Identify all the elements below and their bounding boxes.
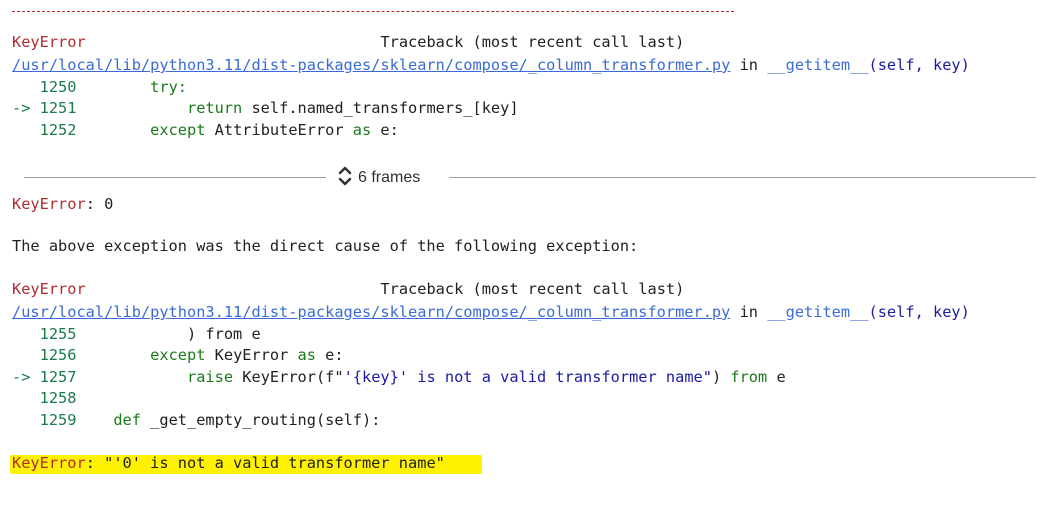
- current-line-arrow: ->: [12, 368, 31, 386]
- error-type: KeyError: [12, 280, 86, 298]
- line-number: 1252: [39, 121, 77, 139]
- frames-count-label: 6 frames: [358, 169, 421, 186]
- code-keyword: except: [150, 346, 206, 364]
- code-text: e: [767, 368, 786, 386]
- code-line: 1259 def _get_empty_routing(self):: [12, 410, 381, 431]
- code-text: ): [711, 368, 731, 386]
- code-keyword: def: [113, 411, 141, 429]
- code-keyword: except: [150, 121, 206, 139]
- error-type: KeyError: [12, 33, 86, 51]
- frames-divider-left: [24, 177, 326, 178]
- code-keyword: as: [352, 121, 372, 139]
- code-line: 1252 except AttributeError as e:: [12, 120, 399, 141]
- frames-divider-right: [449, 177, 1036, 178]
- code-keyword: as: [297, 346, 316, 364]
- code-text: ) from e: [187, 325, 261, 343]
- code-text: self.named_transformers_[key]: [242, 99, 519, 117]
- traceback-title: Traceback (most recent call last): [380, 280, 685, 298]
- error-text: : 0: [85, 195, 114, 213]
- error-text: : "'0' is not a valid transformer name": [85, 454, 445, 472]
- traceback-title: Traceback (most recent call last): [380, 33, 685, 51]
- line-number: 1259: [39, 411, 77, 429]
- code-line: 1258: [12, 388, 77, 409]
- code-text: e:: [315, 346, 344, 364]
- current-line-arrow: ->: [12, 99, 31, 117]
- code-keyword: try:: [150, 78, 188, 96]
- code-keyword: return: [187, 99, 243, 117]
- code-text: KeyError(f": [233, 368, 344, 386]
- line-number: 1251: [39, 99, 77, 117]
- traceback-separator: [12, 11, 734, 12]
- code-text: KeyError: [205, 346, 298, 364]
- function-args: (self, key): [868, 56, 970, 74]
- file-link[interactable]: /usr/local/lib/python3.11/dist-packages/…: [12, 56, 731, 74]
- line-number: 1256: [39, 346, 77, 364]
- code-text: _get_empty_routing(self):: [140, 411, 381, 429]
- line-number: 1250: [39, 78, 77, 96]
- error-message-1: KeyError: 0: [12, 194, 113, 215]
- file-link[interactable]: /usr/local/lib/python3.11/dist-packages/…: [12, 303, 731, 321]
- line-number: 1255: [39, 325, 77, 343]
- code-line: 1256 except KeyError as e:: [12, 345, 344, 366]
- function-name: __getitem__: [767, 56, 869, 74]
- function-name: __getitem__: [767, 303, 869, 321]
- code-line-current: -> 1257 raise KeyError(f"'{key}' is not …: [12, 367, 786, 388]
- chevron-up-down-icon: [338, 164, 352, 193]
- expand-frames-button[interactable]: 6 frames: [338, 164, 420, 192]
- code-keyword: raise: [187, 368, 234, 386]
- traceback-location-1: /usr/local/lib/python3.11/dist-packages/…: [12, 55, 970, 76]
- traceback-header-2: KeyError Traceback (most recent call las…: [12, 279, 684, 300]
- error-message-2: KeyError: "'0' is not a valid transforme…: [12, 453, 445, 474]
- code-text: e:: [371, 121, 399, 139]
- code-line-current: -> 1251 return self.named_transformers_[…: [12, 98, 519, 119]
- function-args: (self, key): [868, 303, 970, 321]
- line-number: 1257: [39, 368, 77, 386]
- line-number: 1258: [39, 389, 77, 407]
- code-line: 1250 try:: [12, 77, 187, 98]
- error-highlight: [10, 455, 482, 474]
- code-keyword: from: [730, 368, 768, 386]
- cause-text: The above exception was the direct cause…: [12, 237, 639, 255]
- in-word: in: [739, 303, 758, 321]
- error-type: KeyError: [12, 195, 86, 213]
- code-line: 1255 ) from e: [12, 324, 261, 345]
- code-text: AttributeError: [205, 121, 353, 139]
- in-word: in: [739, 56, 758, 74]
- traceback-header-1: KeyError Traceback (most recent call las…: [12, 32, 684, 53]
- traceback-location-2: /usr/local/lib/python3.11/dist-packages/…: [12, 302, 970, 323]
- code-string: '{key}' is not a valid transformer name": [343, 368, 712, 386]
- error-type: KeyError: [12, 454, 86, 472]
